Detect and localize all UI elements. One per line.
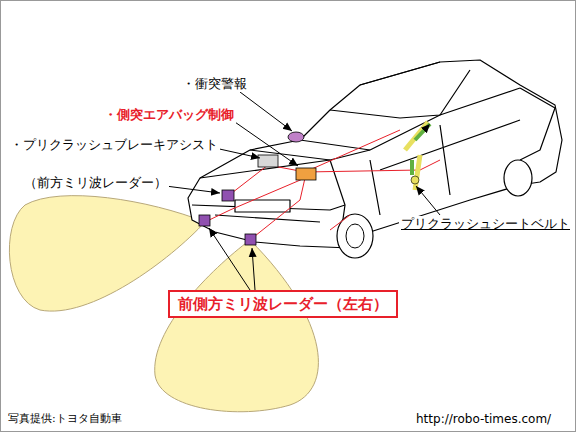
url-watermark: http://robo-times.com/: [414, 412, 553, 426]
wheel: [504, 160, 532, 196]
part-label: （前方ミリ波レーダー）: [22, 175, 169, 191]
side-radar: [199, 215, 210, 226]
brake-unit: [258, 155, 278, 167]
part-label: プリクラッシュシートベルト: [399, 216, 572, 232]
function-label: ・衝突警報: [180, 76, 249, 92]
wheel-hub: [346, 224, 364, 248]
warning-unit: [288, 132, 304, 142]
function-label: ・側突エアバッグ制御: [102, 107, 236, 123]
front-radar: [222, 190, 234, 201]
side-radar: [245, 234, 256, 245]
airbag-ecu: [296, 168, 316, 180]
callout-text: 前側方ミリ波レーダー（左右）: [178, 295, 388, 313]
callout-box: 前側方ミリ波レーダー（左右）: [168, 290, 398, 318]
seatbelt: [405, 122, 430, 190]
radar-coverage: [155, 240, 319, 412]
credit-note: 写真提供:トヨタ自動車: [6, 412, 124, 425]
function-label: ・プリクラッシュブレーキアシスト: [8, 137, 220, 153]
